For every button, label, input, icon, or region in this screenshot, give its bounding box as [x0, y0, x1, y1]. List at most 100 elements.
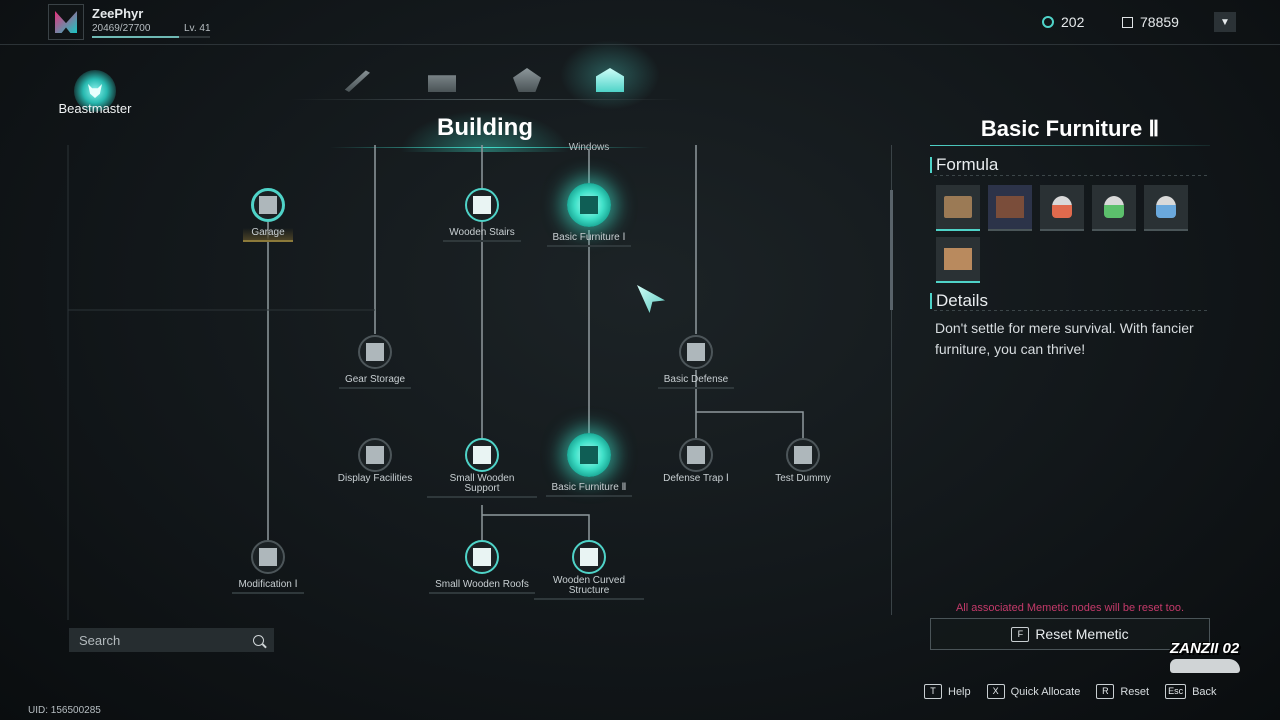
wolf-icon: [88, 84, 102, 98]
tab-building[interactable]: [590, 60, 630, 100]
dummy-icon: [794, 446, 812, 464]
display-icon: [366, 446, 384, 464]
hint-label: Reset: [1120, 685, 1150, 698]
reset-warning: All associated Memetic nodes will be res…: [955, 602, 1185, 614]
details-heading: Details: [930, 292, 988, 309]
key-hint: F: [1011, 626, 1030, 642]
node-basic-furniture-2[interactable]: Basic Furniture Ⅱ: [534, 433, 644, 497]
key-hint: T: [924, 684, 942, 699]
node-test-dummy[interactable]: Test Dummy: [748, 438, 858, 484]
node-defense-trap-1[interactable]: Defense Trap Ⅰ: [641, 438, 751, 484]
material-slot[interactable]: [1040, 185, 1084, 231]
car-logo-icon: [1170, 659, 1240, 673]
node-circle: [251, 540, 285, 574]
node-label: Defense Trap Ⅰ: [663, 473, 729, 484]
node-circle: [465, 188, 499, 222]
reset-memetic-label: Reset Memetic: [1035, 626, 1129, 642]
reset-memetic-button[interactable]: F Reset Memetic: [930, 618, 1210, 650]
material-slot[interactable]: [936, 237, 980, 283]
detail-title-underline: [930, 145, 1210, 146]
formula-divider: [934, 175, 1210, 176]
tab-workbench[interactable]: [422, 60, 462, 100]
class-name: Beastmaster: [58, 101, 132, 116]
node-circle: [572, 540, 606, 574]
material-slot[interactable]: [1092, 185, 1136, 231]
hint-quick-allocate[interactable]: X Quick Allocate: [986, 684, 1081, 699]
material-slot[interactable]: [988, 185, 1032, 231]
tab-weapons[interactable]: [336, 60, 376, 100]
player-xp: 20469/27700: [92, 23, 151, 34]
wood-plank-icon: [944, 196, 972, 218]
tower-icon: [687, 343, 705, 361]
chevron-down-icon: ▼: [1220, 16, 1230, 28]
player-level: Lv. 41: [184, 23, 211, 34]
node-basic-furniture-1[interactable]: Basic Furniture Ⅰ: [534, 183, 644, 247]
material-slot[interactable]: [1144, 185, 1188, 231]
node-label: Small Wooden Roofs: [429, 580, 535, 594]
node-basic-defense[interactable]: Basic Defense: [641, 335, 751, 389]
node-circle: [679, 438, 713, 472]
key-hints-bar: T Help X Quick Allocate R Reset Esc Back: [924, 684, 1233, 699]
node-garage[interactable]: Garage: [213, 188, 323, 242]
wrench-icon: [259, 548, 277, 566]
furniture-set-icon: [996, 196, 1024, 218]
tree-scrollbar[interactable]: [890, 190, 893, 310]
hint-reset[interactable]: R Reset: [1096, 684, 1149, 699]
connector-defense-dummy: [696, 411, 804, 440]
watermark-text: ZANZII 02: [1170, 640, 1240, 657]
node-small-wooden-roofs[interactable]: Small Wooden Roofs: [427, 540, 537, 594]
support-icon: [473, 446, 491, 464]
hint-label: Back: [1192, 685, 1217, 698]
dropdown-menu-button[interactable]: ▼: [1214, 12, 1236, 32]
node-label: Modification Ⅰ: [232, 580, 304, 594]
node-label: Wooden Stairs: [443, 228, 521, 242]
key-hint: Esc: [1165, 684, 1187, 699]
workbench-tab-icon: [428, 75, 456, 92]
node-wooden-curved-structure[interactable]: Wooden Curved Structure: [534, 540, 644, 600]
node-label: Basic Defense: [657, 375, 735, 389]
search-icon[interactable]: [253, 634, 264, 646]
furniture-icon: [580, 446, 598, 464]
hint-label: Quick Allocate: [1010, 685, 1081, 698]
node-wooden-stairs[interactable]: Wooden Stairs: [427, 188, 537, 242]
search-input[interactable]: Search: [69, 628, 274, 652]
user-id: UID: 156500285: [28, 705, 101, 716]
node-circle: [465, 438, 499, 472]
detail-description: Don't settle for mere survival. With fan…: [935, 320, 1194, 357]
player-avatar: [48, 4, 84, 40]
node-gear-storage[interactable]: Gear Storage: [320, 335, 430, 389]
connector-support-curved: [482, 514, 590, 542]
node-label: Garage: [243, 228, 293, 242]
material-slot[interactable]: [936, 185, 980, 231]
hint-help[interactable]: T Help: [924, 684, 971, 699]
node-circle: [786, 438, 820, 472]
formula-heading: Formula: [930, 156, 998, 173]
roof-icon: [473, 548, 491, 566]
memetic-points-value: 78859: [1140, 14, 1179, 30]
node-circle: [358, 438, 392, 472]
hint-label: Help: [948, 685, 971, 698]
detail-title: Basic Furniture Ⅱ: [980, 116, 1160, 141]
node-small-wooden-support[interactable]: Small Wooden Support: [427, 438, 537, 498]
key-hint: R: [1096, 684, 1115, 699]
node-label: Test Dummy: [775, 473, 831, 484]
panel-divider: [891, 145, 892, 615]
hint-back[interactable]: Esc Back: [1165, 684, 1217, 699]
class-emblem[interactable]: [74, 70, 116, 112]
stairs-icon: [473, 196, 491, 214]
node-circle: [251, 188, 285, 222]
search-placeholder: Search: [79, 632, 121, 648]
memetic-points-currency: 78859: [1122, 14, 1179, 30]
windows-branch-label: Windows: [568, 142, 610, 153]
storage-icon: [366, 343, 384, 361]
curved-structure-icon: [580, 548, 598, 566]
node-circle: [679, 335, 713, 369]
key-hint: X: [986, 684, 1005, 699]
node-modification-1[interactable]: Modification Ⅰ: [213, 540, 323, 594]
node-display-facilities[interactable]: Display Facilities: [320, 438, 430, 484]
category-title: Building: [437, 114, 533, 141]
garage-icon: [259, 196, 277, 214]
red-fabric-icon: [1052, 196, 1072, 218]
energy-currency: 202: [1042, 14, 1084, 30]
tab-gathering[interactable]: [507, 60, 547, 100]
